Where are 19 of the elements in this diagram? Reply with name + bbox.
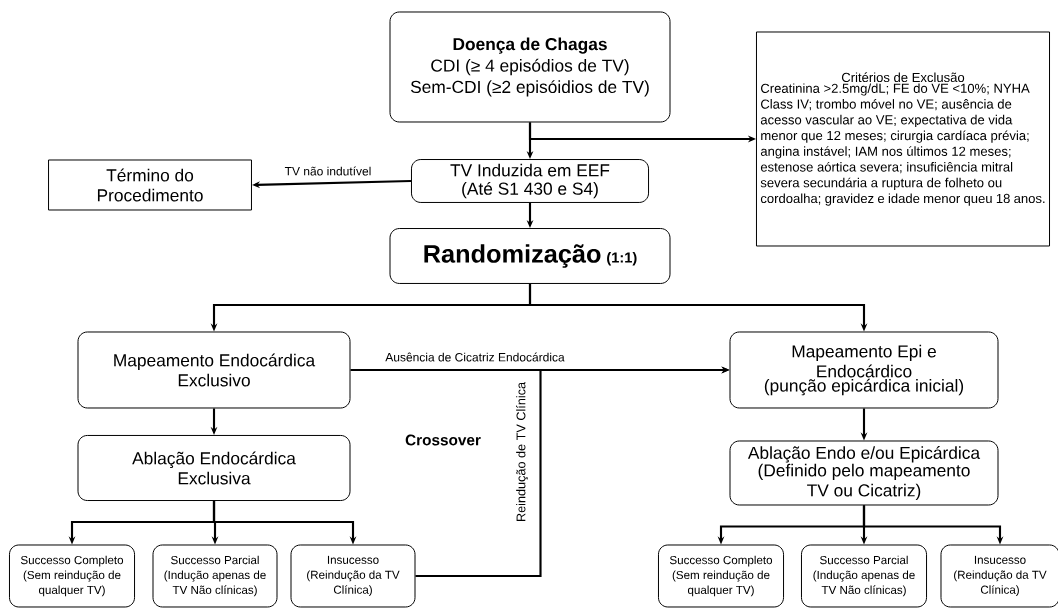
- process-box: Término do Procedimento: [48, 159, 252, 211]
- process-box: Ablação Endocárdica Exclusiva: [77, 434, 351, 501]
- process-box: Doença de Chagas CDI (≥ 4 episódios de TV) Sem-CDI (≥2 episóidios de TV): [389, 11, 671, 123]
- process-box: Ablação Endo e/ou Epicárdica (Definido pelo mapeamento TV ou Cicatriz): [729, 440, 999, 506]
- outcome-box: Insucesso (Reindução da TV Clínica): [940, 544, 1058, 608]
- process-box: Mapeamento Endocárdica Exclusivo: [77, 331, 351, 409]
- edge-label: Reindução de TV Clínica: [514, 380, 530, 524]
- outcome-box: Successo Completo (Sem reindução de qualquer TV): [9, 544, 136, 608]
- process-box: Randomização (1:1): [389, 228, 671, 284]
- outcome-box: Successo Completo (Sem reindução de qualquer TV): [657, 544, 785, 608]
- edge-label: Ausência de Cicatriz Endocárdica: [383, 351, 567, 363]
- note-label: Crossover: [405, 434, 481, 446]
- edge-label: TV não indutível: [283, 165, 373, 177]
- criteria-box: Critérios de Exclusão Creatinina >2.5mg/dL; FE do VE <10%; NYHA Class IV; trombo móvel no VE; ausência de acesso vascular ao VE; expectativa de vida menor que 12 meses; cirurgia cardíaca prévia; angina instável; IAM nos últimos 12 meses; estenose aórtica severa; insuficiência mitral severa secundária a ruptura de folheto ou cordoalha; gravidez e idade menor queu 18 anos.: [755, 31, 1051, 247]
- outcome-box: Successo Parcial (Indução apenas de TV Não clínicas): [800, 544, 928, 608]
- outcome-box: Insucesso (Reindução da TV Clínica): [290, 544, 416, 608]
- process-box: TV Induzida em EEF (Até S1 430 e S4): [410, 159, 650, 203]
- outcome-box: Successo Parcial (Indução apenas de TV Não clínicas): [152, 544, 278, 608]
- process-box: Mapeamento Epi e Endocárdico (punção epicárdica inicial): [729, 331, 999, 409]
